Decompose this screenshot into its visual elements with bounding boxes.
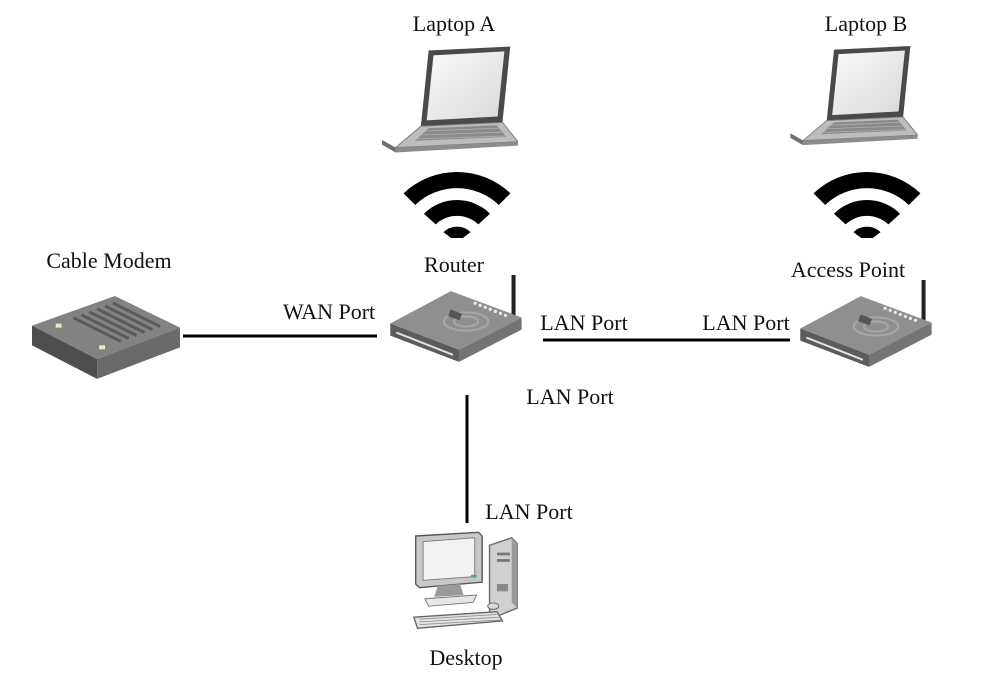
router-lan-port-down-label: LAN Port xyxy=(526,384,613,409)
ap-wifi-icon xyxy=(813,172,921,238)
access-point-label: Access Point xyxy=(791,257,905,282)
router-lan-port-right-label: LAN Port xyxy=(540,310,627,335)
router-wan-port-label: WAN Port xyxy=(283,299,375,324)
laptop-b-label: Laptop B xyxy=(825,11,908,36)
ap-lan-port-label: LAN Port xyxy=(702,310,789,335)
laptop-b-icon xyxy=(790,46,918,146)
cable-modem-icon xyxy=(32,294,180,381)
cable-modem-label: Cable Modem xyxy=(46,248,171,273)
desktop-lan-port-label: LAN Port xyxy=(485,499,572,524)
access-point-icon xyxy=(800,280,933,368)
desktop-label: Desktop xyxy=(429,645,502,670)
laptop-a-icon xyxy=(382,46,518,153)
router-icon xyxy=(390,275,523,363)
router-wifi-icon xyxy=(403,172,511,238)
desktop-computer-icon xyxy=(413,531,518,630)
router-label: Router xyxy=(424,252,485,277)
laptop-a-label: Laptop A xyxy=(413,11,496,36)
